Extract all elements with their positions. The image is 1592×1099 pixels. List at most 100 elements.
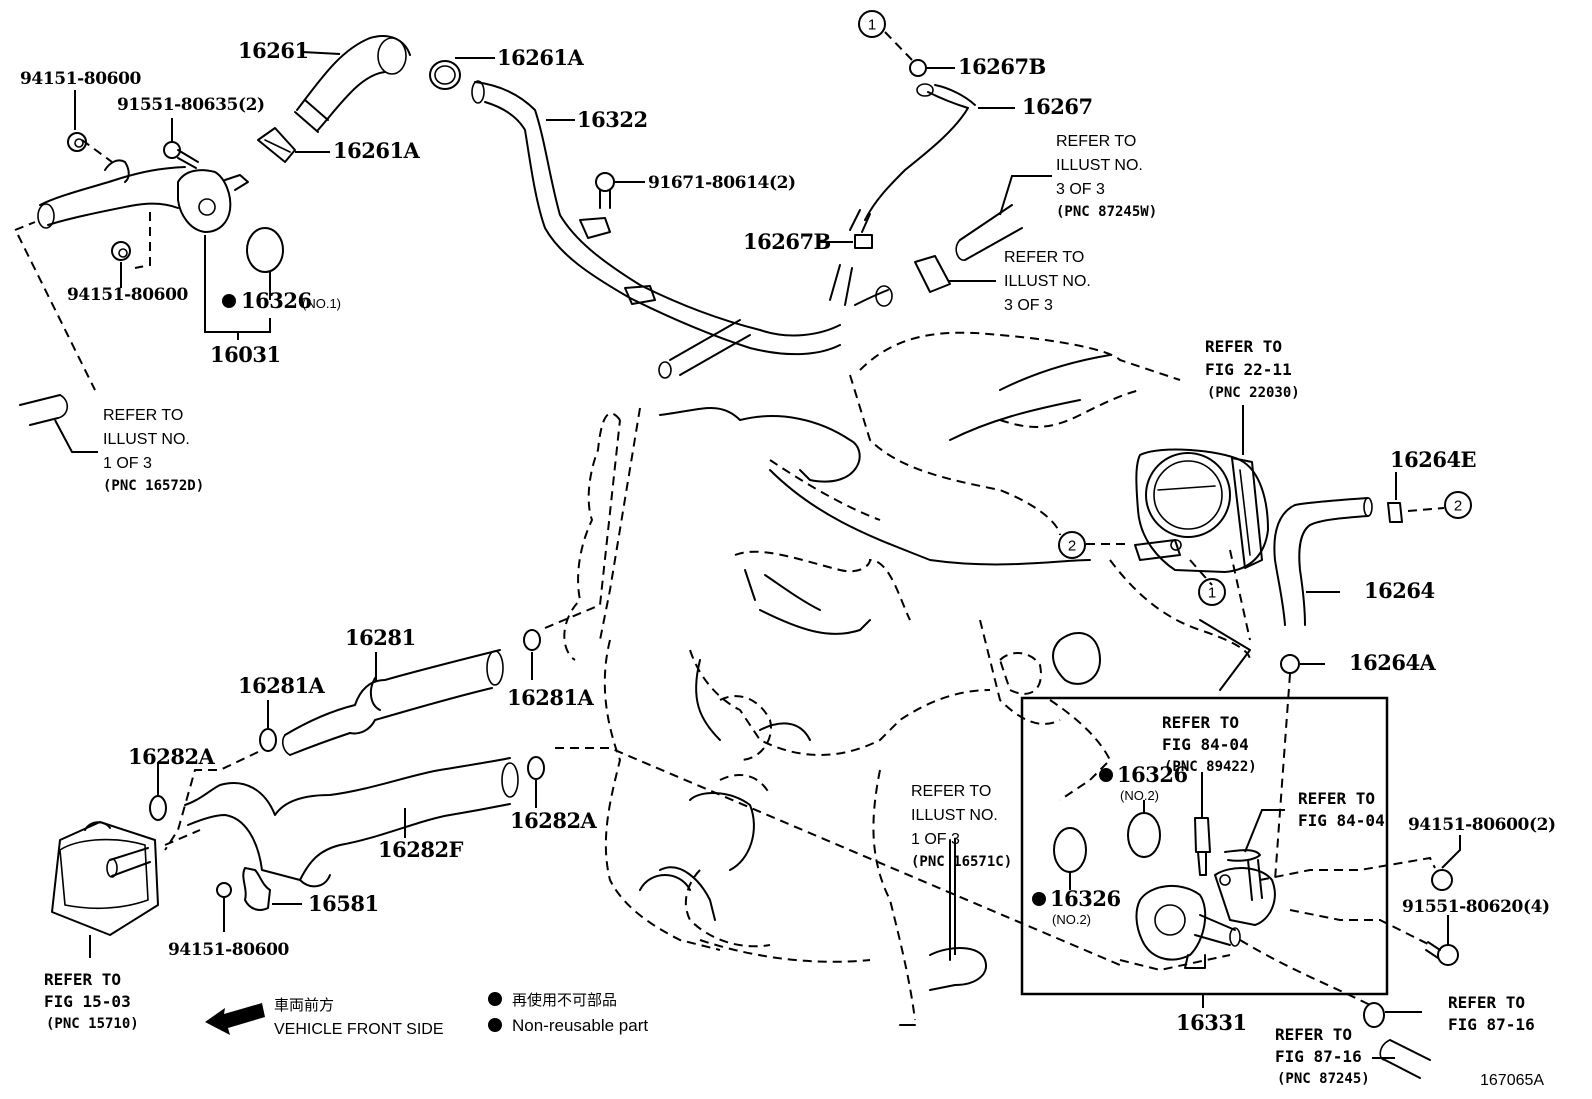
leader-line: [301, 51, 341, 55]
legend-dot-en: [488, 1018, 502, 1032]
part-label-16282A-left: 16282A: [128, 744, 216, 769]
clamp-16267B-top[interactable]: [909, 59, 927, 77]
ref-illust-3-of-3-clip[interactable]: REFER TO ILLUST NO. 3 OF 3: [1004, 249, 1091, 314]
ref-line: ILLUST NO.: [911, 807, 998, 824]
ref-fig-22-11[interactable]: REFER TO FIG 22-11 (PNC 22030): [1205, 337, 1300, 401]
legend-dot-jp: [488, 992, 502, 1006]
part-label-16281: 16281: [345, 625, 416, 650]
part-label-16326-no1: 16326: [241, 288, 312, 313]
o-ring-16326-no2-left[interactable]: [1053, 827, 1087, 873]
clamp-16281A-left[interactable]: [259, 728, 277, 752]
hose-16261[interactable]: [294, 35, 411, 133]
hose-16267[interactable]: [849, 83, 976, 233]
clamp-16264E[interactable]: [1387, 502, 1403, 523]
ref-line: REFER TO: [44, 970, 121, 989]
part-label-16282F: 16282F: [378, 837, 464, 862]
leader-dashed: [1239, 939, 1371, 1006]
legend-non-reusable-en: Non-reusable part: [512, 1016, 648, 1035]
nut-94151-80600-mid[interactable]: [111, 241, 131, 261]
oil-cooler[interactable]: [51, 821, 159, 936]
part-label-16261A-top: 16261A: [497, 45, 585, 70]
leader-dashed: [164, 829, 201, 846]
legend-non-reusable-jp: 再使用不可部品: [512, 992, 617, 1009]
clip-ref-illust-3-of-3[interactable]: [914, 255, 951, 293]
ref-line: FIG 84-04: [1162, 735, 1249, 754]
leader-line: [54, 419, 98, 453]
bolt-91671-80614[interactable]: [595, 172, 615, 209]
leader-dashed: [81, 139, 113, 163]
leader-dashed: [1274, 673, 1291, 881]
o-ring-16326-no2-right[interactable]: [1127, 812, 1161, 858]
part-label-16581: 16581: [308, 891, 379, 916]
ref-line: REFER TO: [1448, 993, 1525, 1012]
ref-illust-1-of-3-16572d[interactable]: REFER TO ILLUST NO. 1 OF 3 (PNC 16572D): [103, 407, 204, 494]
leader-line: [1244, 809, 1285, 853]
part-label-16281A-left: 16281A: [238, 673, 326, 698]
callout-number: 2: [1068, 538, 1076, 555]
sensor-clip[interactable]: [1224, 849, 1261, 862]
ref-line: REFER TO: [911, 783, 991, 800]
ref-line: FIG 22-11: [1205, 360, 1292, 379]
clamp-16281A-right[interactable]: [523, 629, 541, 651]
bolt-91551-80620[interactable]: [1425, 941, 1459, 966]
nut-94151-80600-right[interactable]: [1431, 869, 1453, 891]
bracket-16581[interactable]: [242, 867, 271, 911]
clamp-16261A-flat[interactable]: [257, 127, 296, 163]
pipe-16322[interactable]: [471, 80, 893, 379]
nut-94151-80600-top[interactable]: [67, 132, 87, 152]
water-inlet-housing[interactable]: [1135, 859, 1276, 969]
ref-line: REFER TO: [1162, 713, 1239, 732]
ref-fig-87-16-clamp[interactable]: REFER TO FIG 87-16: [1448, 993, 1535, 1034]
part-16031-water-outlet[interactable]: [37, 159, 249, 233]
ref-line: 3 OF 3: [1056, 181, 1105, 198]
ref-illust-1-of-3-16571c[interactable]: REFER TO ILLUST NO. 1 OF 3 (PNC 16571C): [911, 783, 1012, 870]
clamp-16261A-ring[interactable]: [429, 60, 461, 90]
clamp-ref-87-16[interactable]: [1363, 1002, 1385, 1028]
callout-2-right: 2: [1444, 491, 1472, 519]
ref-line: REFER TO: [1056, 133, 1136, 150]
ref-pnc: (PNC 22030): [1207, 385, 1300, 401]
bolt-91551-80635[interactable]: [163, 141, 199, 169]
clamp-16282A-right[interactable]: [527, 756, 545, 780]
part-label-16261: 16261: [238, 38, 309, 63]
ref-line: ILLUST NO.: [103, 431, 190, 448]
hose-ref-87245[interactable]: [1379, 1039, 1431, 1079]
nut-94151-80600-bottom[interactable]: [216, 882, 232, 898]
ref-pnc: (PNC 89422): [1164, 759, 1257, 775]
callout-2-throttle: 2: [1058, 531, 1086, 559]
clamp-16282A-left[interactable]: [149, 795, 167, 821]
ref-fig-84-04-sensor[interactable]: REFER TO FIG 84-04 (PNC 89422): [1162, 713, 1257, 775]
throttle-body[interactable]: [1134, 448, 1269, 573]
ref-fig-15-03[interactable]: REFER TO FIG 15-03 (PNC 15710): [44, 970, 139, 1032]
ref-line: FIG 15-03: [44, 992, 131, 1011]
hose-16264[interactable]: [1273, 497, 1373, 626]
clamp-16264A[interactable]: [1280, 654, 1300, 674]
hose-16282F[interactable]: [184, 757, 519, 888]
hose-ref-87245w[interactable]: [955, 204, 1023, 261]
vehicle-front-arrow: [205, 1003, 265, 1035]
leader-dashed: [1189, 559, 1213, 586]
part-label-16326-no2-right: 16326: [1117, 762, 1188, 787]
leader-line: [1441, 835, 1461, 869]
leader-dashed: [164, 751, 259, 851]
ref-line: FIG 87-16: [1448, 1015, 1535, 1034]
part-label-94151-80600-bottom: 94151-80600: [168, 940, 290, 960]
ref-illust-3-of-3-87245w[interactable]: REFER TO ILLUST NO. 3 OF 3 (PNC 87245W): [1056, 133, 1157, 220]
ref-pnc: (PNC 87245W): [1056, 204, 1157, 220]
part-label-91671-80614: 91671-80614(2): [648, 173, 796, 193]
non-reusable-marker: [222, 294, 236, 308]
part-label-16331: 16331: [1176, 1010, 1247, 1035]
ref-fig-84-04-clip[interactable]: REFER TO FIG 84-04: [1298, 789, 1385, 830]
hose-ref-16572d[interactable]: [19, 394, 69, 426]
water-temp-sensor[interactable]: [1194, 817, 1211, 876]
ref-line: REFER TO: [1205, 337, 1282, 356]
clamp-16267B-mid[interactable]: [854, 234, 873, 249]
ref-line: FIG 84-04: [1298, 811, 1385, 830]
o-ring-16326-no1[interactable]: [246, 227, 284, 273]
part-label-16326-no2-left: 16326: [1050, 886, 1121, 911]
ref-line: ILLUST NO.: [1004, 273, 1091, 290]
part-label-16326-no2-left-sub: (NO.2): [1052, 912, 1091, 927]
hose-16281[interactable]: [282, 649, 504, 756]
ref-fig-87-16-hose[interactable]: REFER TO FIG 87-16 (PNC 87245): [1275, 1025, 1370, 1087]
leader-dashed: [14, 221, 96, 391]
